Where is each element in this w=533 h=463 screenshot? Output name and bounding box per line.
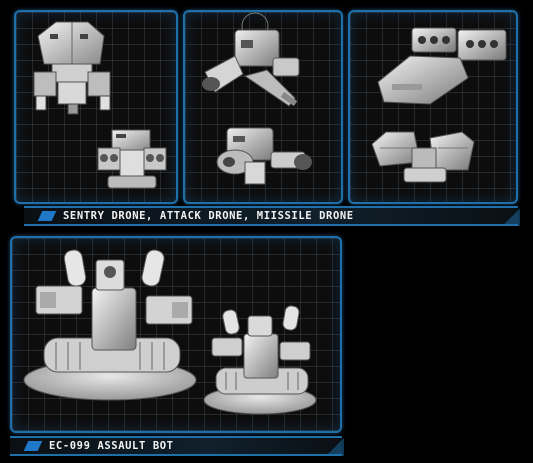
sentry-drone-models [33, 21, 167, 189]
attack-drone-large [202, 12, 300, 107]
bot-caption-bar: EC-099 ASSAULT BOT [10, 436, 344, 456]
missile-drone-small [371, 131, 475, 183]
assault-bot-large [23, 249, 197, 401]
assault-bot-panel [10, 236, 342, 433]
missile-drone-large [377, 27, 507, 105]
attack-drone-panel [183, 10, 343, 204]
missile-drone-panel [348, 10, 518, 204]
missile-drone-models [371, 27, 507, 183]
sentry-drone-panel [14, 10, 178, 204]
attack-drone-small [216, 127, 312, 185]
bot-caption: EC-099 ASSAULT BOT [49, 440, 174, 452]
drones-caption-bar: SENTRY DRONE, ATTACK DRONE, MIISSILE DRO… [24, 206, 520, 226]
caption-tag-icon [23, 441, 43, 451]
attack-drone-models [202, 12, 312, 185]
assault-bot-small [203, 305, 317, 415]
assault-bot-models [23, 249, 317, 415]
sentry-drone-small [97, 129, 167, 189]
caption-end-decoration [504, 206, 520, 226]
caption-end-decoration [328, 436, 344, 456]
drones-caption: SENTRY DRONE, ATTACK DRONE, MIISSILE DRO… [63, 210, 354, 222]
sentry-drone-large [33, 21, 111, 115]
caption-tag-icon [37, 211, 57, 221]
